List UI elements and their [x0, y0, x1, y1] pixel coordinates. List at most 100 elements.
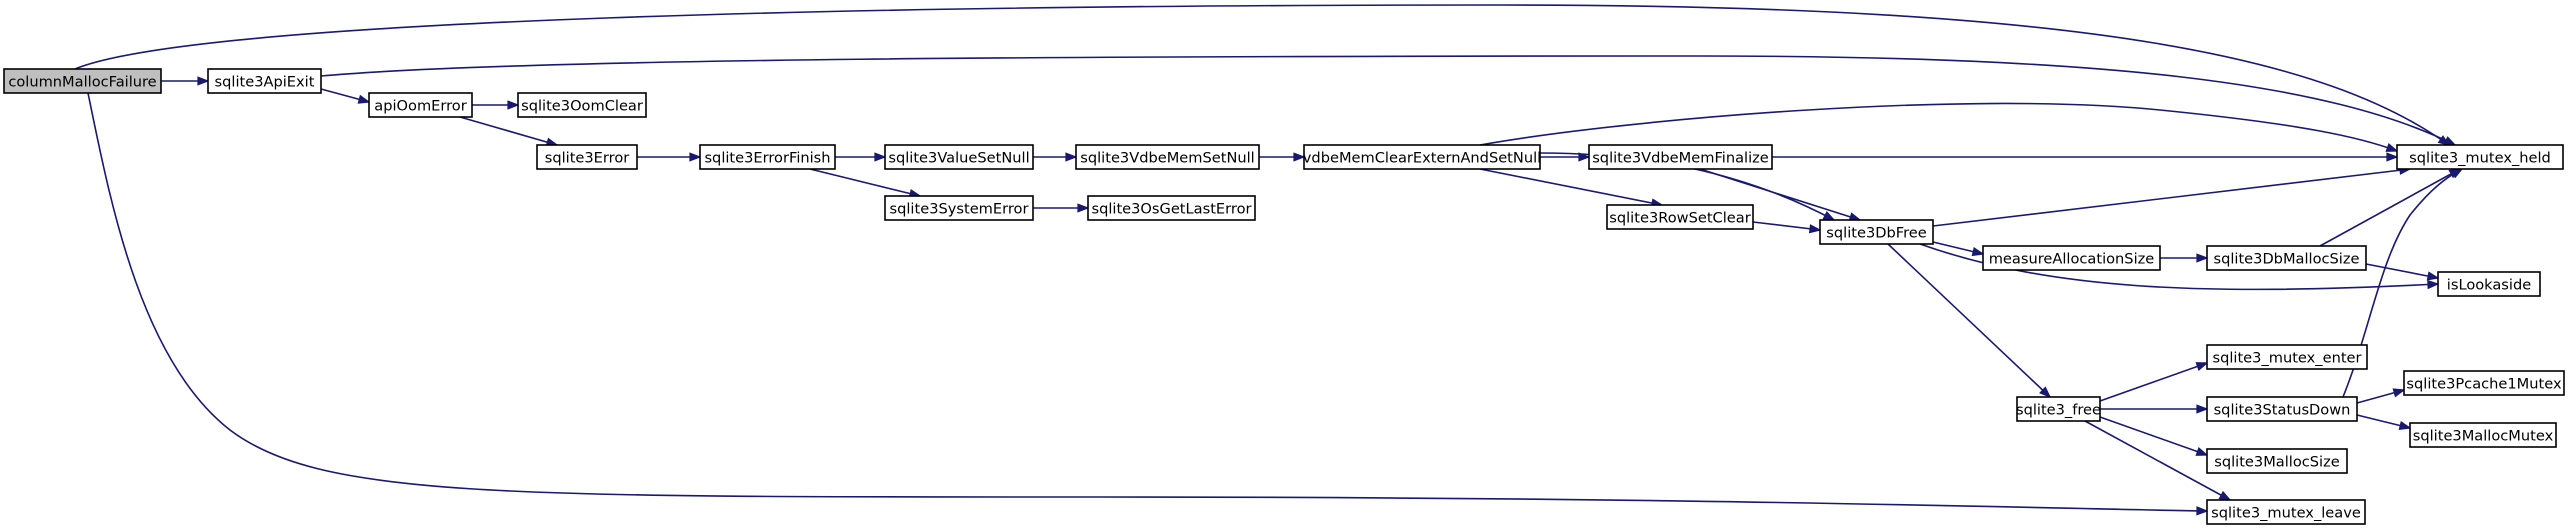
node-sqlite3ValueSetNull[interactable]: sqlite3ValueSetNull: [884, 144, 1034, 170]
edge-line: [2084, 420, 2231, 501]
node-sqlite3MallocMutex[interactable]: sqlite3MallocMutex: [2409, 422, 2557, 448]
node-sqlite3StatusDown[interactable]: sqlite3StatusDown: [2206, 396, 2358, 422]
node-label: vdbeMemClearExternAndSetNull: [1303, 150, 1541, 167]
edge-line: [2099, 416, 2208, 456]
node-sqlite3VdbeMemFinalize[interactable]: sqlite3VdbeMemFinalize: [1588, 144, 1773, 170]
edge-line: [1919, 243, 2439, 291]
node-box[interactable]: [884, 195, 1034, 221]
edge-sqlite3_free-to-sqlite3MallocSize: [2099, 416, 2209, 456]
node-columnMallocFailure[interactable]: columnMallocFailure: [3, 68, 162, 94]
edge-line: [1479, 102, 2398, 152]
node-sqlite3_mutex_leave[interactable]: sqlite3_mutex_leave: [2206, 499, 2366, 525]
edge-line: [74, 4, 2450, 146]
node-box[interactable]: [2206, 344, 2368, 370]
node-box[interactable]: [2206, 396, 2358, 422]
node-label: sqlite3_mutex_held: [2409, 150, 2551, 167]
edge-sqlite3ErrorFinish-to-sqlite3ValueSetNull: [835, 152, 887, 162]
edge-vdbeMemClearExternAndSetNull-to-sqlite3_mutex_held: [1479, 102, 2399, 152]
node-box[interactable]: [368, 92, 473, 118]
node-sqlite3VdbeMemSetNull[interactable]: sqlite3VdbeMemSetNull: [1075, 144, 1260, 170]
edge-line: [459, 116, 558, 146]
node-label: sqlite3ValueSetNull: [888, 150, 1029, 167]
edge-sqlite3VdbeMemFinalize-to-sqlite3_mutex_held: [1772, 152, 2399, 162]
node-box[interactable]: [517, 92, 647, 118]
node-isLookaside[interactable]: isLookaside: [2437, 271, 2541, 297]
node-sqlite3OsGetLastError[interactable]: sqlite3OsGetLastError: [1087, 195, 1256, 221]
edge-line: [320, 55, 2456, 146]
node-vdbeMemClearExternAndSetNull[interactable]: vdbeMemClearExternAndSetNull: [1303, 144, 1541, 170]
node-sqlite3ErrorFinish[interactable]: sqlite3ErrorFinish: [699, 144, 836, 170]
arrowhead: [357, 94, 371, 104]
edge-sqlite3ValueSetNull-to-sqlite3VdbeMemSetNull: [1033, 152, 1078, 162]
edge-sqlite3RowSetClear-to-sqlite3DbFree: [1752, 221, 1822, 234]
node-box[interactable]: [1819, 219, 1934, 245]
node-box[interactable]: [2437, 271, 2541, 297]
arrowhead: [1293, 152, 1306, 162]
node-sqlite3_free[interactable]: sqlite3_free: [2016, 396, 2101, 422]
node-box[interactable]: [2403, 370, 2565, 396]
node-box[interactable]: [3, 68, 162, 94]
edge-sqlite3VdbeMemFinalize-to-sqlite3DbFree: [1699, 168, 1862, 222]
arrowhead: [689, 152, 702, 162]
edge-columnMallocFailure-to-sqlite3_mutex_leave: [87, 92, 2209, 516]
arrowhead: [2196, 253, 2209, 263]
node-label: sqlite3MallocSize: [2214, 454, 2340, 471]
edge-line: [1887, 243, 2051, 398]
node-box[interactable]: [884, 144, 1034, 170]
edge-columnMallocFailure-to-sqlite3ApiExit: [161, 76, 210, 86]
arrowhead: [2039, 386, 2052, 399]
node-box[interactable]: [536, 144, 638, 170]
node-box[interactable]: [1982, 245, 2161, 271]
node-box[interactable]: [1087, 195, 1256, 221]
edge-line: [2099, 362, 2208, 402]
edge-sqlite3StatusDown-to-sqlite3Pcache1Mutex: [2356, 388, 2406, 404]
nodes-layer: columnMallocFailure sqlite3ApiExit apiOomE…: [3, 68, 2565, 525]
node-box[interactable]: [1588, 144, 1773, 170]
arrowhead: [1971, 246, 1985, 257]
node-box[interactable]: [2206, 499, 2366, 525]
arrowhead: [1808, 224, 1822, 234]
arrowhead: [2196, 506, 2209, 516]
edge-sqlite3DbFree-to-sqlite3_mutex_held: [1932, 165, 2412, 227]
node-box[interactable]: [207, 68, 322, 94]
node-sqlite3Pcache1Mutex[interactable]: sqlite3Pcache1Mutex: [2403, 370, 2565, 396]
node-sqlite3OomClear[interactable]: sqlite3OomClear: [517, 92, 647, 118]
node-sqlite3SystemError[interactable]: sqlite3SystemError: [884, 195, 1034, 221]
arrowhead: [1822, 210, 1836, 221]
arrowhead: [2195, 447, 2209, 456]
node-box[interactable]: [1075, 144, 1260, 170]
node-label: sqlite3StatusDown: [2214, 402, 2351, 419]
node-sqlite3ApiExit[interactable]: sqlite3ApiExit: [207, 68, 322, 94]
edge-line: [1932, 168, 2411, 227]
node-box[interactable]: [1303, 144, 1541, 170]
edge-line: [87, 92, 2208, 512]
arrowhead: [1065, 152, 1078, 162]
node-measureAllocationSize[interactable]: measureAllocationSize: [1982, 245, 2161, 271]
node-box[interactable]: [2206, 245, 2367, 271]
node-label: sqlite3ErrorFinish: [704, 150, 830, 167]
node-sqlite3RowSetClear[interactable]: sqlite3RowSetClear: [1606, 204, 1754, 230]
node-sqlite3_mutex_enter[interactable]: sqlite3_mutex_enter: [2206, 344, 2368, 370]
node-box[interactable]: [699, 144, 836, 170]
edge-line: [1752, 221, 1821, 231]
node-box[interactable]: [2206, 448, 2348, 474]
node-label: columnMallocFailure: [8, 74, 156, 91]
node-label: sqlite3_free: [2016, 402, 2101, 419]
arrowhead: [2392, 388, 2406, 398]
edge-line: [2365, 263, 2439, 279]
node-label: sqlite3VdbeMemSetNull: [1080, 150, 1254, 167]
node-sqlite3DbFree[interactable]: sqlite3DbFree: [1819, 219, 1934, 245]
edge-columnMallocFailure-to-sqlite3_mutex_held: [74, 4, 2451, 146]
node-box[interactable]: [2016, 396, 2101, 422]
node-sqlite3DbMallocSize[interactable]: sqlite3DbMallocSize: [2206, 245, 2367, 271]
node-sqlite3_mutex_held[interactable]: sqlite3_mutex_held: [2396, 144, 2564, 170]
node-label: sqlite3RowSetClear: [1609, 210, 1750, 227]
arrowhead: [197, 76, 210, 86]
node-label: sqlite3SystemError: [890, 201, 1029, 218]
node-sqlite3Error[interactable]: sqlite3Error: [536, 144, 638, 170]
node-apiOomError[interactable]: apiOomError: [368, 92, 473, 118]
node-box[interactable]: [2409, 422, 2557, 448]
node-sqlite3MallocSize[interactable]: sqlite3MallocSize: [2206, 448, 2348, 474]
node-box[interactable]: [2396, 144, 2564, 170]
node-box[interactable]: [1606, 204, 1754, 230]
